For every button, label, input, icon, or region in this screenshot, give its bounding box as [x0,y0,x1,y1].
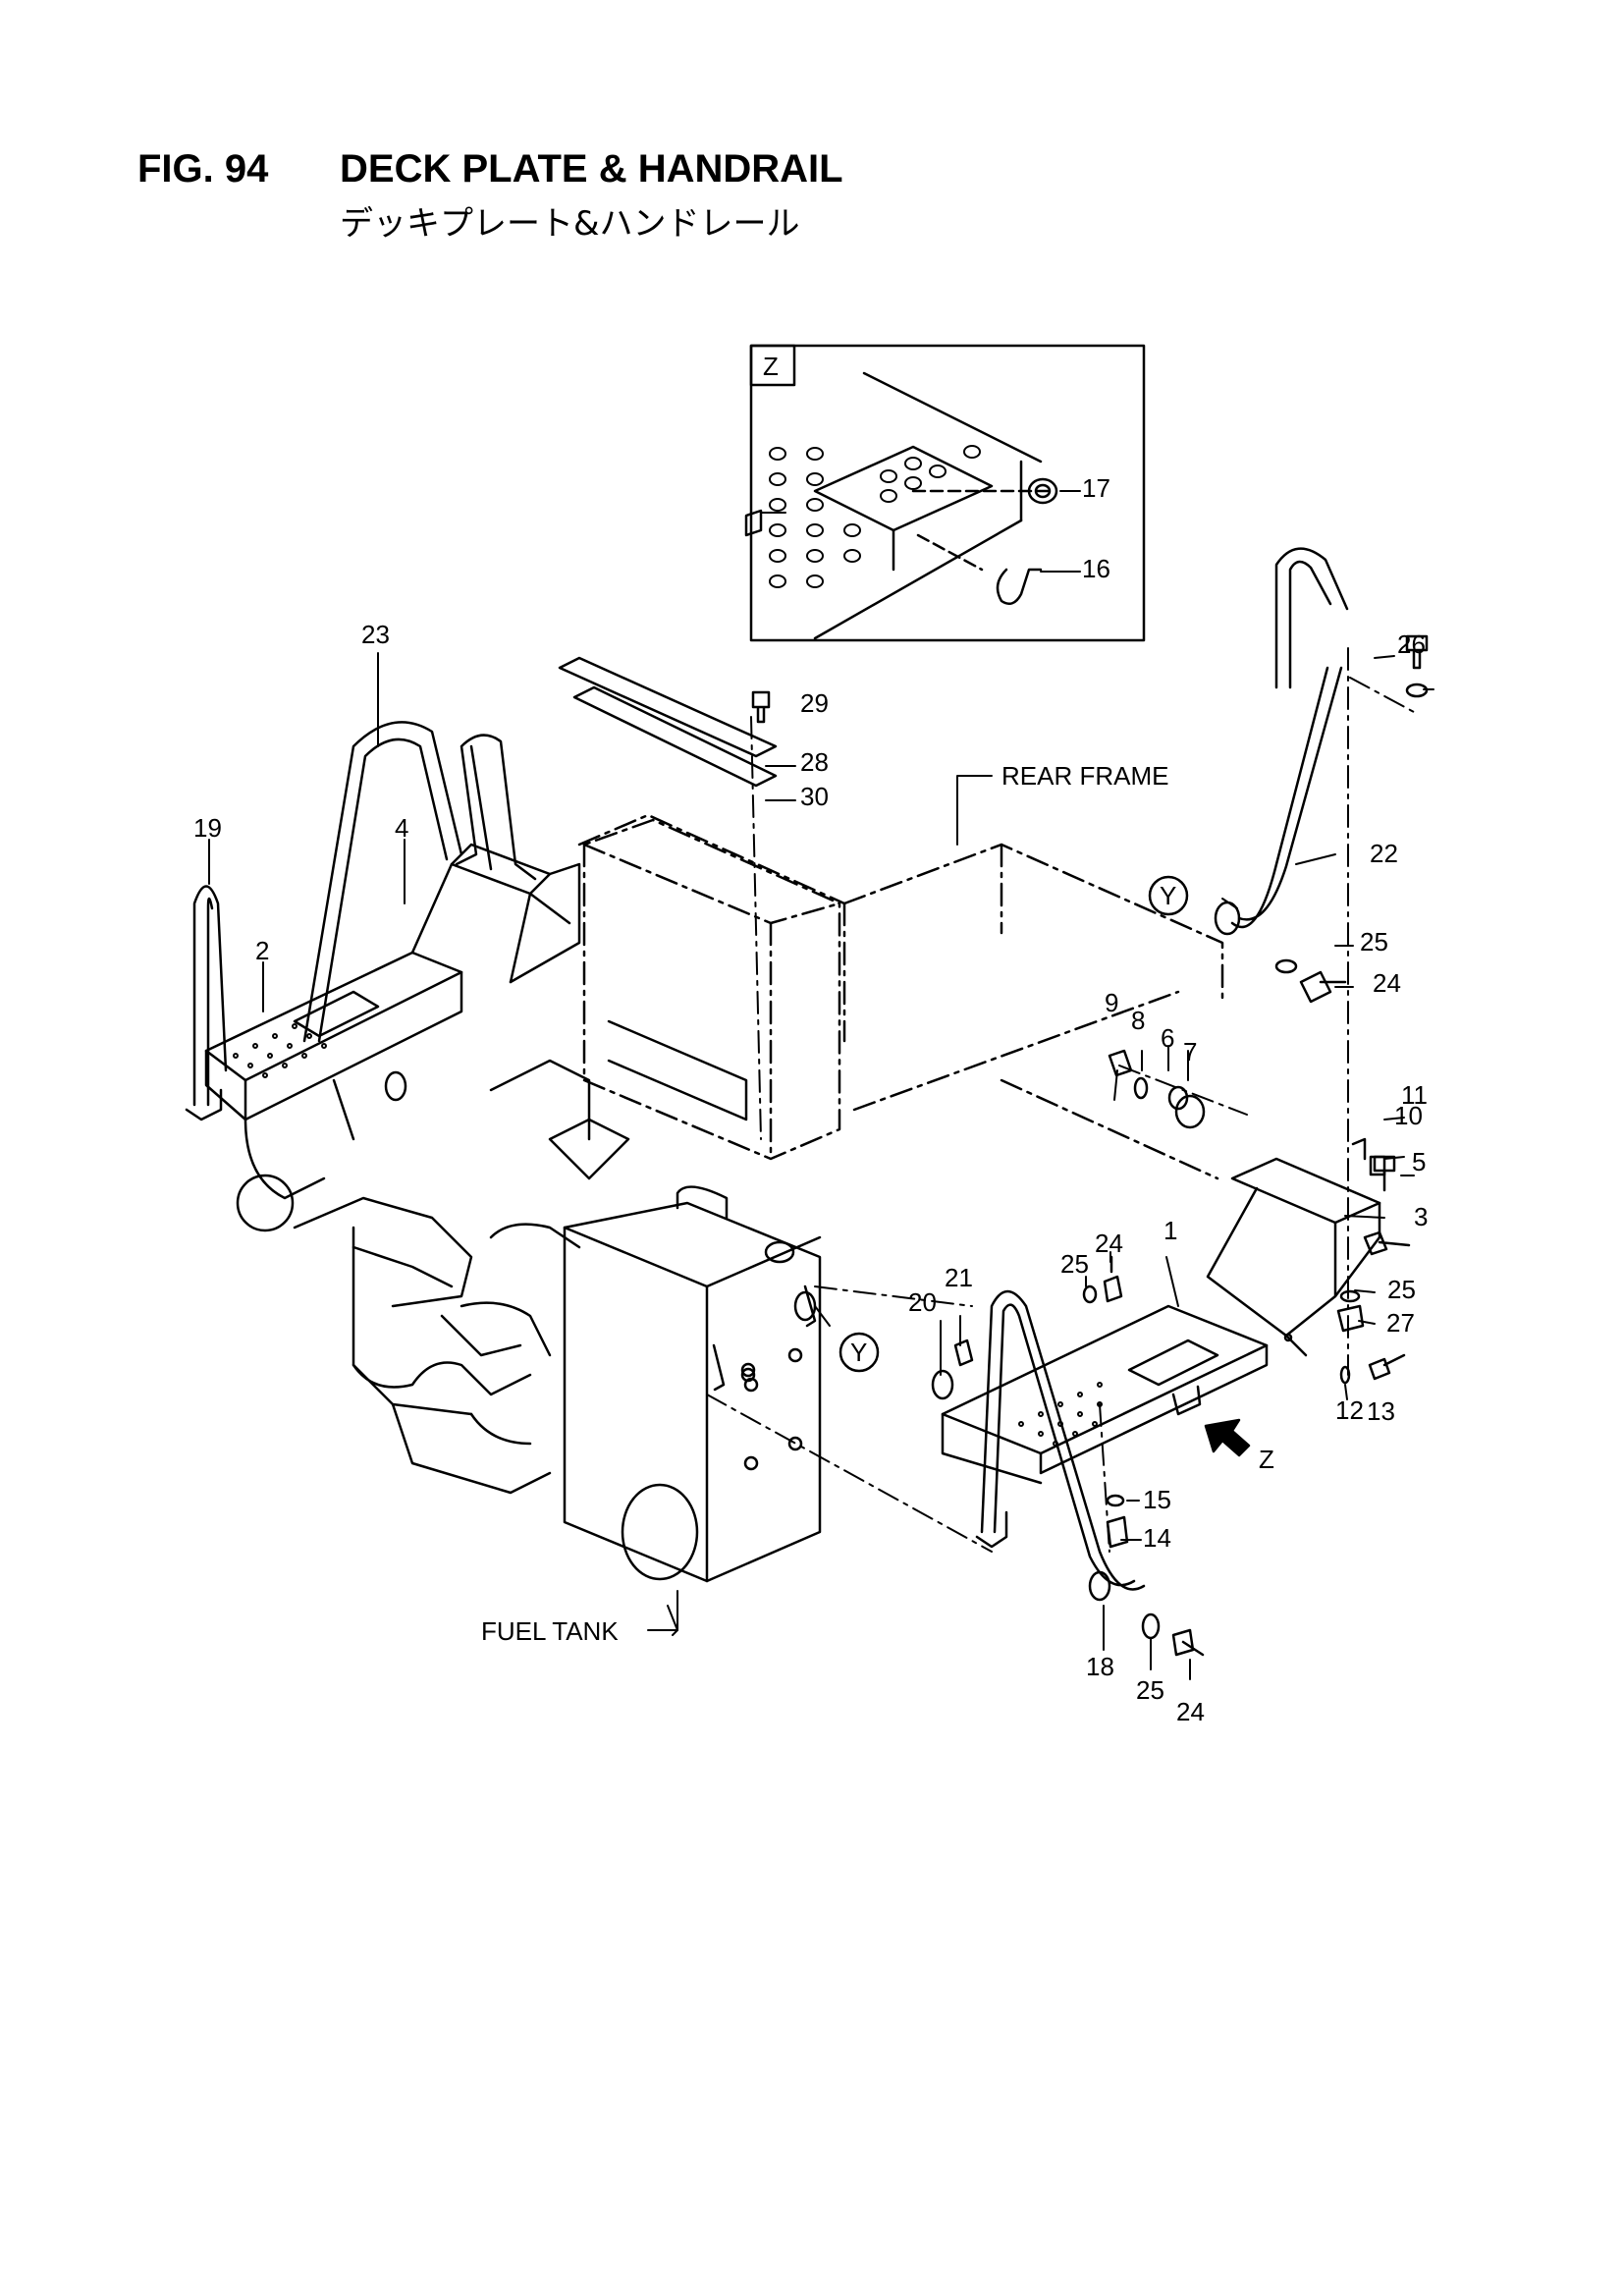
part-label: 22 [1370,839,1398,868]
ref-circle-y-lower [839,1332,880,1373]
part-label: 30 [800,782,829,811]
part-label: 5 [1412,1147,1426,1176]
rear-frame-label: REAR FRAME [1001,761,1168,791]
part-label: 24 [1095,1229,1123,1258]
part-label: 27 [1386,1308,1415,1338]
fuel-tank [563,1185,822,1583]
part-label: 24 [1176,1697,1205,1726]
part-label: 6 [1161,1023,1174,1053]
handrail-19 [185,885,228,1121]
left-deck-plate [204,843,581,1121]
part-label: 11 [1401,1080,1428,1110]
part-label: 19 [193,813,222,843]
handrail-22 [1230,547,1349,929]
part-label: 26 [1397,629,1426,659]
ref-y-upper-label: Y [1160,881,1176,910]
part-label: 23 [361,620,390,649]
handrail-23 [302,721,537,1043]
part-label: 25 [1136,1675,1164,1705]
cover-strip [558,656,778,758]
cover-block-outline [582,818,841,1161]
part-labels: 1 2 3 4 5 6 7 8 9 10 11 12 13 14 15 16 1… [193,473,1428,1726]
cover-strip-lower [572,685,778,788]
part-label: 7 [1183,1037,1197,1066]
part-label: 18 [1086,1652,1114,1681]
part-label: 16 [1082,554,1110,583]
rear-frame-outline [577,813,1224,1180]
step-3 [1206,1157,1381,1357]
part-label: 12 [1335,1395,1364,1425]
detail-view-z [749,344,1146,642]
part-label: 10 [1394,1101,1423,1130]
part-label: 1 [1163,1216,1177,1245]
figure-subtitle: デッキプレート&ハンドレール [340,204,800,244]
handrail-18 [975,1289,1146,1591]
ref-y-lower-label: Y [850,1338,867,1367]
right-deck-plate [941,1304,1269,1485]
detail-z-label: Z [763,352,779,381]
part-label: 29 [800,688,829,718]
part-label: 25 [1360,927,1388,957]
part-label: 17 [1082,473,1110,503]
figure-title: DECK PLATE & HANDRAIL [340,147,843,191]
part-label: 14 [1143,1523,1171,1553]
part-label: 24 [1373,968,1401,998]
part-label: 20 [908,1287,937,1317]
part-label: 4 [395,813,408,843]
part-label: 3 [1414,1202,1428,1231]
ref-circle-y-upper [1148,875,1189,916]
part-label: 8 [1131,1006,1145,1035]
main-frame [236,1019,748,1495]
part-label: 9 [1105,988,1118,1017]
figure-number: FIG. 94 [137,147,269,191]
part-label: 25 [1387,1275,1416,1304]
detail-hole-pattern [769,445,981,588]
part-leader-lines [208,490,1434,1680]
part-label: 21 [945,1263,973,1292]
part-label: 28 [800,747,829,777]
fuel-tank-label: FUEL TANK [481,1616,619,1646]
view-arrow-z [1204,1418,1251,1457]
arrow-z-label: Z [1259,1445,1274,1474]
part-label: 13 [1367,1396,1395,1426]
part-label: 2 [255,936,269,965]
part-label: 15 [1143,1485,1171,1514]
part-label: 25 [1060,1249,1089,1279]
